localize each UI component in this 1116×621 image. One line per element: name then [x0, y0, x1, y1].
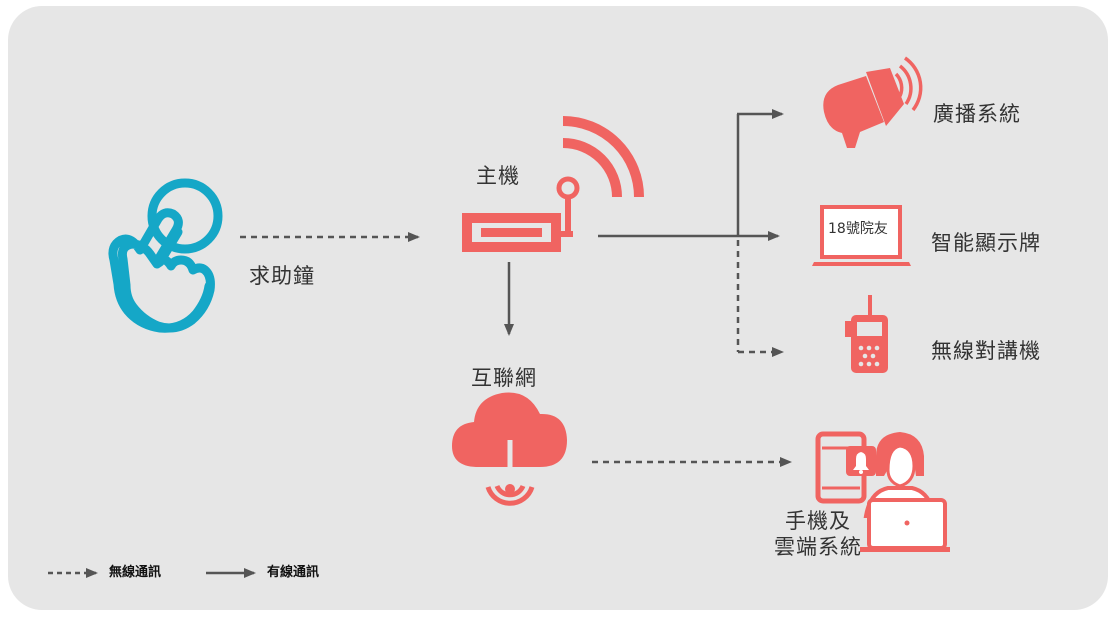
host-label: 主機: [476, 164, 520, 188]
broadcast-label: 廣播系統: [933, 102, 1021, 126]
mobile-cloud-label-line2: 雲端系統: [774, 535, 862, 559]
laptop-display-icon: [812, 205, 911, 266]
hand-pressing-button-icon: [108, 178, 223, 333]
display-screen-text: 18號院友: [828, 221, 888, 237]
cloud-wireless-icon: [452, 392, 567, 506]
internet-label: 互聯網: [471, 366, 537, 390]
mobile-cloud-label: 手機及 雲端系統: [768, 508, 868, 560]
connector-to-broadcast-wired: [736, 109, 784, 236]
router-signal-icon: [462, 116, 644, 252]
walkie-label: 無線對講機: [931, 339, 1041, 363]
mobile-cloud-label-line1: 手機及: [785, 509, 851, 533]
legend-wired-label: 有線通訊: [267, 565, 320, 580]
legend-wireless-label: 無線通訊: [109, 565, 162, 580]
megaphone-icon: [823, 56, 923, 148]
connector-to-walkie-wireless: [736, 240, 784, 357]
walkie-talkie-icon: [845, 295, 888, 373]
phone-nurse-laptop-icon: [815, 431, 950, 552]
help-button-label: 求助鐘: [249, 264, 315, 288]
display-label: 智能顯示牌: [931, 231, 1041, 255]
